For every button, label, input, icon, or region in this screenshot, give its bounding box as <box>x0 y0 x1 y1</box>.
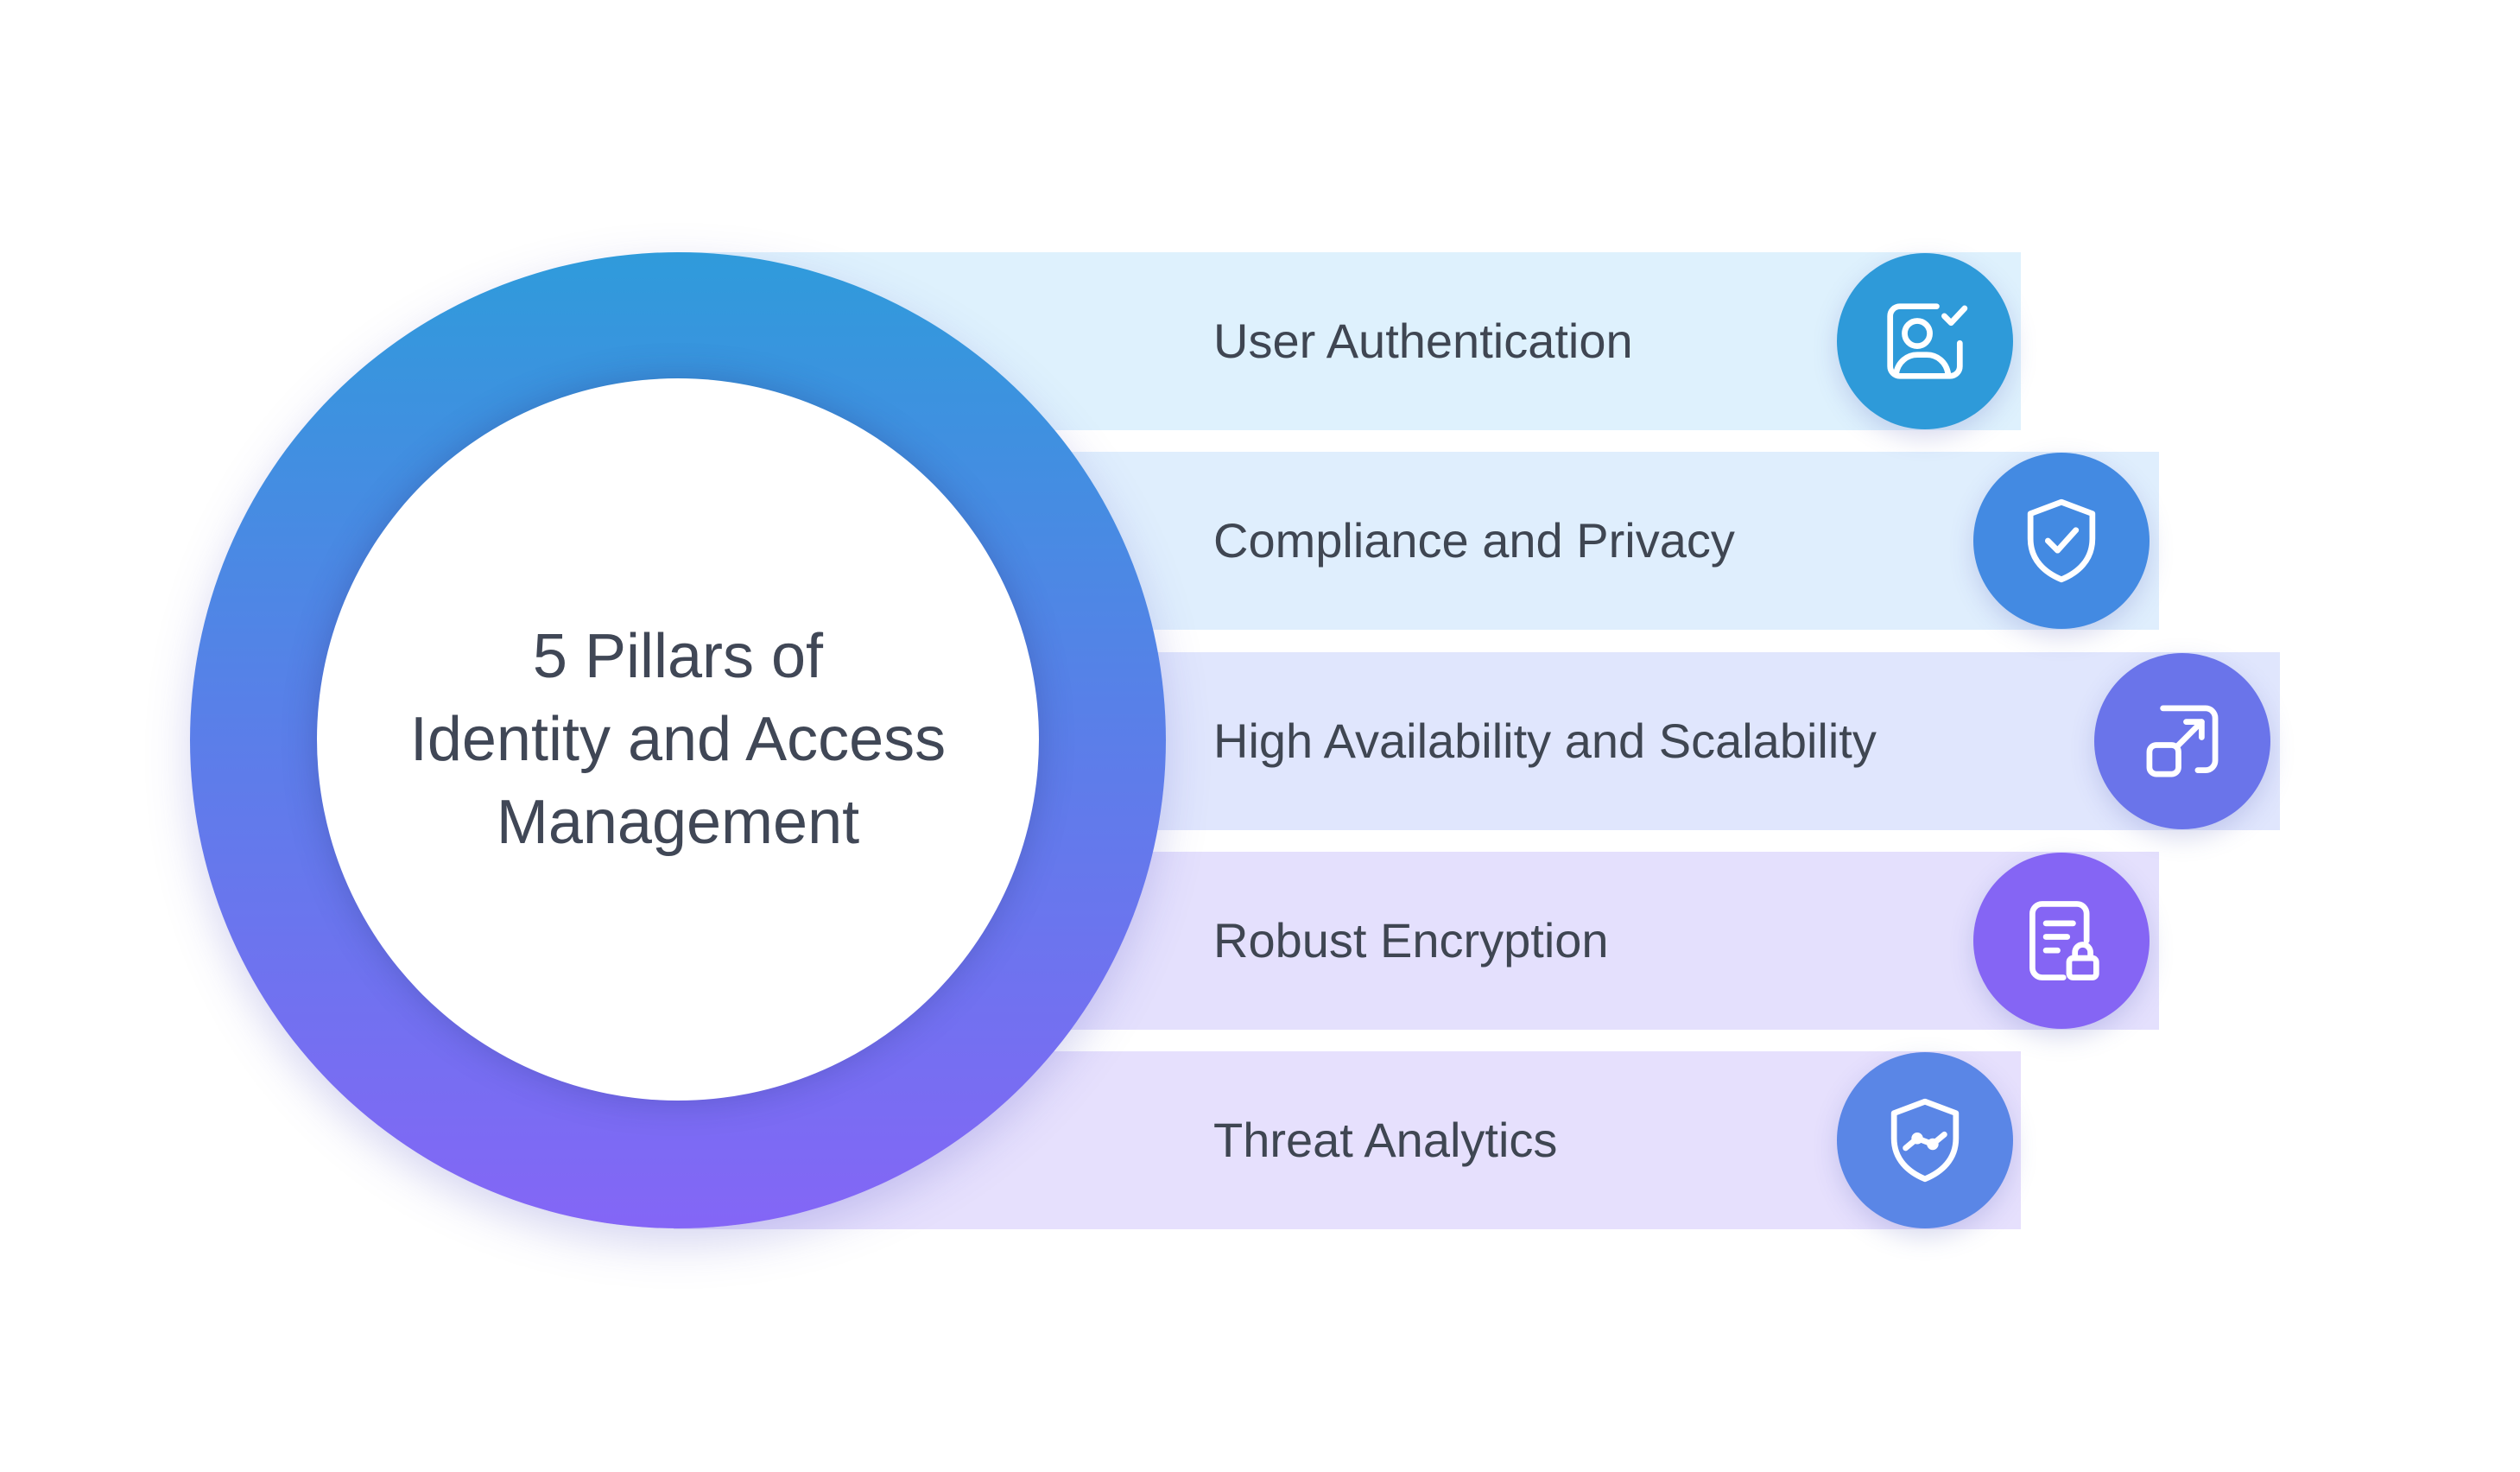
scale-up-arrow-icon <box>2094 653 2270 829</box>
pillar-label-high-availability: High Availability and Scalability <box>1213 714 1877 768</box>
central-circle: 5 Pillars of Identity and Access Managem… <box>317 378 1039 1101</box>
diagram-title-line-3: Management <box>496 788 860 857</box>
pillar-label-user-authentication: User Authentication <box>1213 314 1633 368</box>
diagram-title-line-1: 5 Pillars of <box>532 622 824 691</box>
pillar-label-robust-encryption: Robust Encryption <box>1213 913 1609 968</box>
user-check-icon <box>1837 253 2013 429</box>
diagram-title-line-2: Identity and Access <box>409 705 947 774</box>
shield-analytics-icon <box>1837 1052 2013 1228</box>
diagram-title: 5 Pillars of Identity and Access Managem… <box>410 615 946 864</box>
pillar-label-threat-analytics: Threat Analytics <box>1213 1113 1558 1167</box>
pillar-label-compliance-and-privacy: Compliance and Privacy <box>1213 513 1735 568</box>
document-lock-icon <box>1973 853 2150 1029</box>
shield-check-icon <box>1973 453 2150 629</box>
